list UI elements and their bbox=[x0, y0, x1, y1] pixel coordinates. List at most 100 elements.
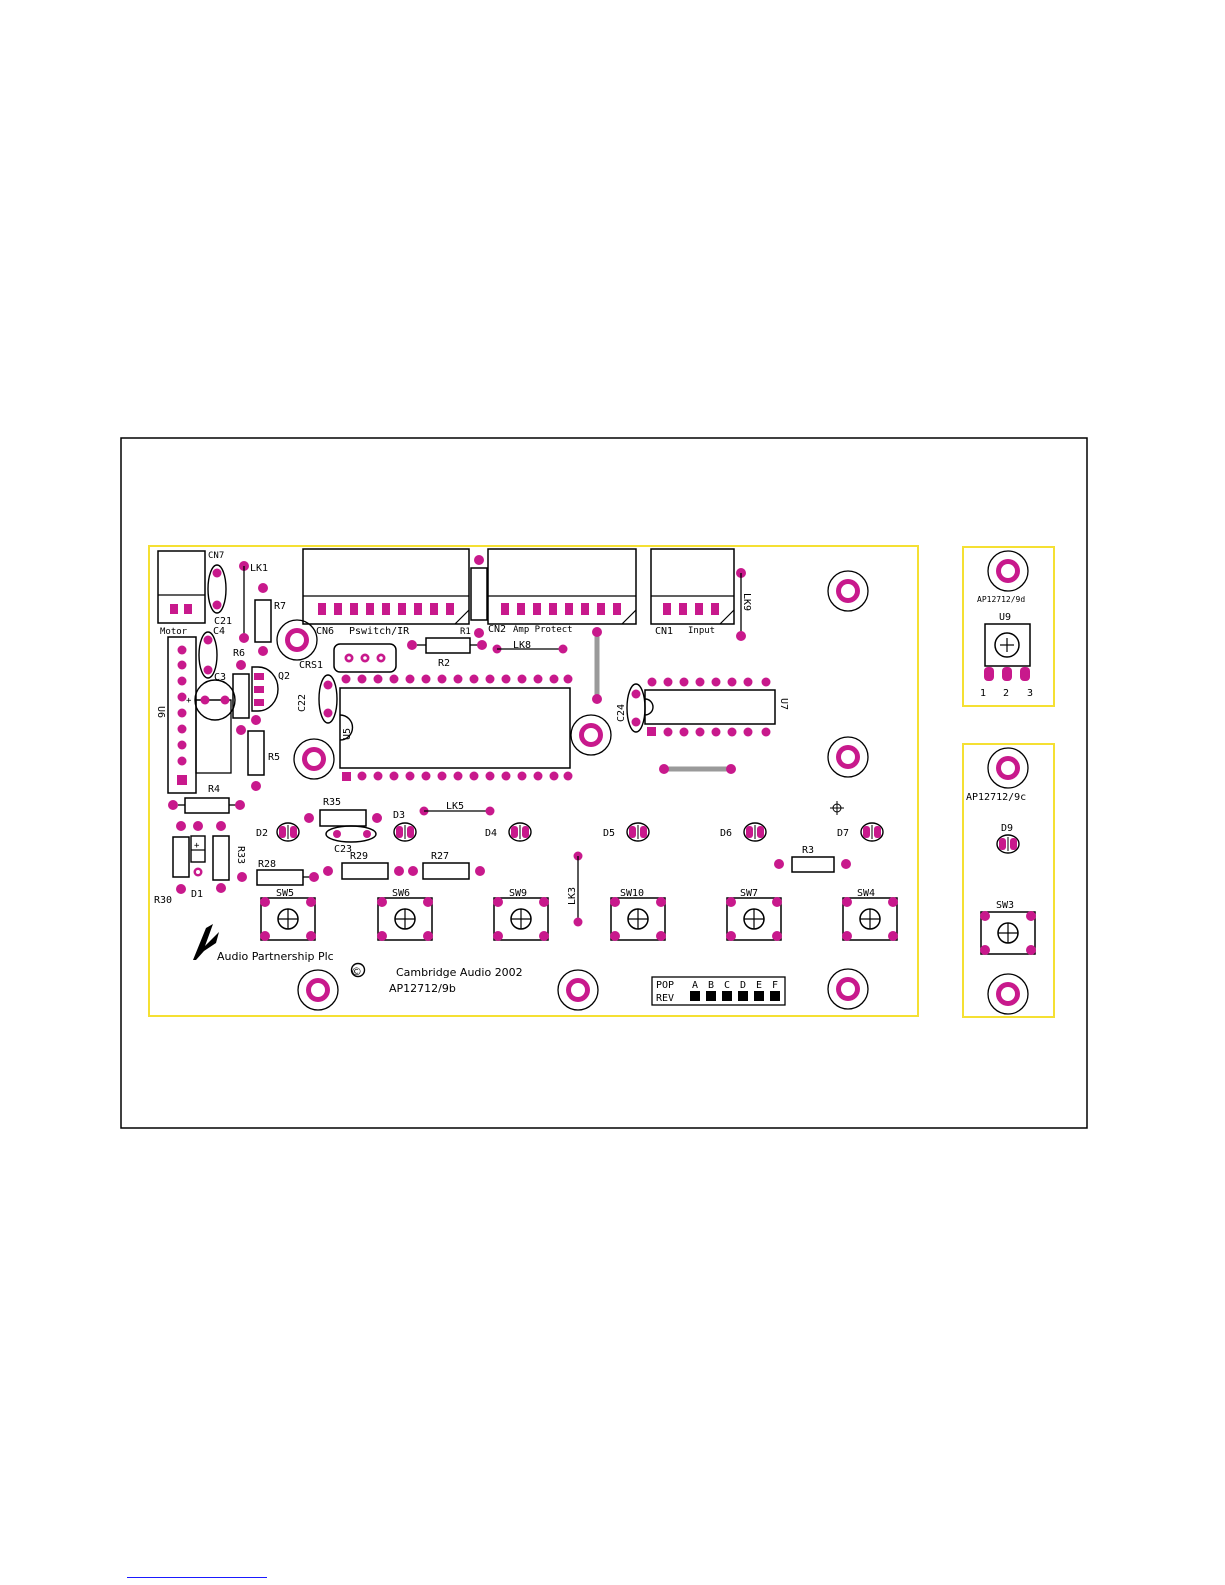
led-d9 bbox=[996, 834, 1020, 854]
footer-link-underline[interactable] bbox=[127, 1577, 267, 1578]
rev-letter-b: B bbox=[708, 980, 714, 991]
ic-u7 bbox=[644, 677, 776, 737]
link-lk5 bbox=[419, 806, 495, 816]
d5-label: D5 bbox=[603, 828, 615, 839]
c4-label: C4 bbox=[213, 626, 225, 637]
sw6-label: SW6 bbox=[392, 888, 410, 899]
d7-label: D7 bbox=[837, 828, 849, 839]
capacitor-c21 bbox=[207, 564, 227, 614]
connector-cn7 bbox=[157, 550, 206, 624]
mounting-hole bbox=[570, 714, 612, 756]
resistor-r5 bbox=[247, 715, 265, 791]
lk9-label: LK9 bbox=[741, 593, 752, 611]
mounting-hole bbox=[557, 969, 599, 1011]
r35-label: R35 bbox=[323, 797, 341, 808]
connector-cn6 bbox=[302, 548, 470, 625]
switch-sw10 bbox=[609, 896, 667, 942]
crystal-crs1 bbox=[333, 643, 397, 673]
r6-label: R6 bbox=[233, 648, 245, 659]
pop-label: POP bbox=[656, 980, 674, 991]
board-c-id: AP12712/9c bbox=[966, 792, 1026, 803]
resistor-r2 bbox=[407, 637, 487, 654]
lk5-label: LK5 bbox=[446, 801, 464, 812]
c23-label: C23 bbox=[334, 844, 352, 855]
board-d-id: AP12712/9d bbox=[977, 595, 1025, 604]
r33-label: R33 bbox=[235, 846, 246, 864]
led-d6 bbox=[743, 822, 767, 842]
sw9-label: SW9 bbox=[509, 888, 527, 899]
capacitor-c4 bbox=[198, 631, 218, 679]
r29-label: R29 bbox=[350, 851, 368, 862]
switch-sw6 bbox=[376, 896, 434, 942]
d4-label: D4 bbox=[485, 828, 497, 839]
c24-label: C24 bbox=[616, 704, 627, 722]
r27-label: R27 bbox=[431, 851, 449, 862]
d6-label: D6 bbox=[720, 828, 732, 839]
switch-sw9 bbox=[492, 896, 550, 942]
cn2-name-label: Amp Protect bbox=[513, 625, 573, 635]
switch-sw5 bbox=[259, 896, 317, 942]
r1-label: R1 bbox=[460, 627, 471, 637]
led-d3 bbox=[393, 822, 417, 842]
mounting-hole bbox=[987, 973, 1029, 1015]
cn2-label: CN2 bbox=[488, 624, 506, 635]
board-d-outline bbox=[962, 546, 1055, 707]
sw10-label: SW10 bbox=[620, 888, 644, 899]
mounting-hole bbox=[827, 570, 869, 612]
cn7-name-label: Motor bbox=[160, 627, 188, 637]
potentiometer-u9 bbox=[984, 623, 1031, 681]
link-lk8 bbox=[492, 644, 568, 654]
copyright-mark bbox=[350, 962, 366, 978]
d1-label: D1 bbox=[191, 889, 203, 900]
rev-letter-c: C bbox=[724, 980, 730, 991]
resistor-r29 bbox=[323, 862, 404, 880]
rev-label: REV bbox=[656, 993, 674, 1004]
mounting-hole bbox=[827, 968, 869, 1010]
c21-label: C21 bbox=[214, 616, 232, 627]
sw3-label: SW3 bbox=[996, 900, 1014, 911]
mounting-hole bbox=[276, 619, 318, 661]
r28-label: R28 bbox=[258, 859, 276, 870]
cn1-label: CN1 bbox=[655, 626, 673, 637]
c3-label: C3 bbox=[214, 672, 226, 683]
cn7-label: CN7 bbox=[208, 551, 224, 561]
link-lk9 bbox=[736, 568, 746, 641]
mounting-hole bbox=[293, 738, 335, 780]
resistor-r28 bbox=[237, 869, 319, 886]
board-c-outline bbox=[962, 743, 1055, 1018]
r5-label: R5 bbox=[268, 752, 280, 763]
cn6-label: CN6 bbox=[316, 626, 334, 637]
led-d7 bbox=[860, 822, 884, 842]
r30-label: R30 bbox=[154, 895, 172, 906]
rev-letter-f: F bbox=[772, 980, 778, 991]
u5-label: U5 bbox=[342, 728, 353, 740]
u6-label: U6 bbox=[155, 706, 166, 718]
switch-sw3 bbox=[979, 910, 1037, 956]
resistor-r1 bbox=[470, 555, 488, 638]
lk3-label: LK3 bbox=[567, 887, 578, 905]
cn6-name-label: Pswitch/IR bbox=[349, 626, 410, 637]
sw5-label: SW5 bbox=[276, 888, 294, 899]
u9-pin-3: 3 bbox=[1027, 688, 1033, 699]
lk1-label: LK1 bbox=[250, 563, 268, 574]
audio-partnership-logo bbox=[193, 924, 219, 960]
mounting-hole bbox=[987, 550, 1029, 592]
switch-sw4 bbox=[841, 896, 899, 942]
resistor-r27 bbox=[408, 862, 485, 880]
resistor-r35 bbox=[304, 809, 382, 827]
resistor-r4 bbox=[168, 797, 245, 814]
r7-label: R7 bbox=[274, 601, 286, 612]
drawing-frame bbox=[120, 437, 1088, 1129]
capacitor-c22 bbox=[318, 674, 338, 724]
led-d2 bbox=[276, 822, 300, 842]
main-board-outline bbox=[148, 545, 919, 1017]
q2-label: Q2 bbox=[278, 671, 290, 682]
u9-label: U9 bbox=[999, 612, 1011, 623]
resistor-r6 bbox=[232, 660, 250, 735]
resistor-r7 bbox=[254, 583, 272, 656]
copyright-text: Cambridge Audio 2002 bbox=[396, 966, 523, 979]
resistor-r33 bbox=[212, 821, 230, 893]
capacitor-c3: + bbox=[186, 679, 236, 721]
mounting-hole bbox=[827, 736, 869, 778]
